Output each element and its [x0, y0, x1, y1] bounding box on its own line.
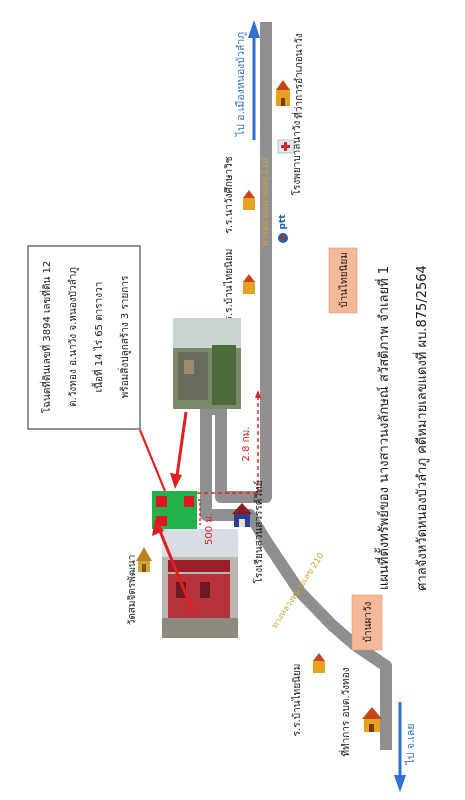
school-sawan-icon: [232, 503, 252, 527]
structure-marker-2: [156, 516, 167, 526]
road-number-upper: ทางหลวงหมายเลข 210: [261, 158, 271, 246]
property-line-2: ต.วังทอง อ.นาวัง จ.หนองบัวลำภู: [68, 267, 79, 407]
temple-icon: [136, 547, 152, 572]
structure-marker-1: [156, 496, 167, 507]
temple-label: วัดสมจิตรพัฒนา: [127, 555, 138, 626]
map-title-line-2: ศาลจังหวัดหนองบัวลำภู คดีหมายเลขแดงที่ ผ…: [413, 265, 430, 591]
property-info-box: โฉนดที่ดินเลขที่ 3894 เลขที่ดิน 12 ต.วัง…: [27, 245, 141, 430]
school-thainiyom-bottom-icon: [313, 653, 325, 673]
tambon-office-icon: [362, 707, 382, 732]
property-photo-bottom: [162, 529, 238, 638]
school-nawang-label: ร.ร.นาวังศึกษาวิช: [223, 156, 235, 233]
property-line-1: โฉนดที่ดินเลขที่ 3894 เลขที่ดิน 12: [39, 261, 53, 413]
ptt-logo: ptt: [278, 214, 288, 243]
village-thainiyom-label: บ้านไทยนิยม: [338, 252, 350, 308]
school-thainiyom-top-label: ร.ร.บ้านไทยนิยม: [223, 249, 235, 322]
property-line-3: เนื้อที่ 14 ไร่ 65 ตารางวา: [91, 282, 105, 393]
school-nawang-icon: [243, 190, 255, 210]
hospital-icon: [277, 139, 295, 154]
arrow-to-loei: [394, 702, 406, 792]
school-thainiyom-bottom-label: ร.ร.บ้านไทยนิยม: [291, 664, 303, 737]
route-dashed-arrow: [255, 390, 261, 398]
village-phawang-label: บ้านผาวัง: [362, 602, 374, 643]
village-phawang-box: [351, 594, 383, 651]
pointer-arrow-top: [170, 411, 188, 489]
arrow-top-label: ไป อ.เมืองหนองบัวลำภู: [234, 32, 247, 137]
svg-text:ptt: ptt: [278, 214, 288, 230]
district-office-label: ที่ว่าการอำเภอนาวัง: [291, 33, 305, 119]
district-office-icon: [276, 80, 290, 106]
arrow-bottom-label: ไป จ.เลย: [404, 724, 417, 766]
route-dashed-near: [198, 499, 201, 525]
school-thainiyom-top-icon: [243, 274, 255, 294]
hospital-label: โรงพยาบาลนาวัง: [290, 121, 303, 196]
structure-marker-3: [184, 496, 194, 507]
pointer-arrow-bottom: [152, 519, 195, 613]
tambon-office-label: ที่ทำการ อบต.วังทอง: [338, 667, 352, 756]
arrow-to-nongbualamphu: [248, 20, 260, 140]
village-thainiyom-box: [328, 247, 358, 314]
property-photo-top: [173, 318, 241, 409]
map-title-line-1: แผนที่ตั้งทรัพย์ของ นางสาวนงลักษณ์ สวัสด…: [374, 266, 392, 590]
property-line-4: พร้อมสิ่งปลูกสร้าง 3 รายการ: [117, 275, 131, 398]
school-sawan-label: โรงเรียนสวนสวรรค์วิทย์: [252, 481, 265, 584]
distance-far-label: 2.8 กม.: [241, 427, 252, 462]
distance-near-label: 500 ม.: [204, 513, 215, 545]
pointer-line-box: [138, 429, 167, 492]
